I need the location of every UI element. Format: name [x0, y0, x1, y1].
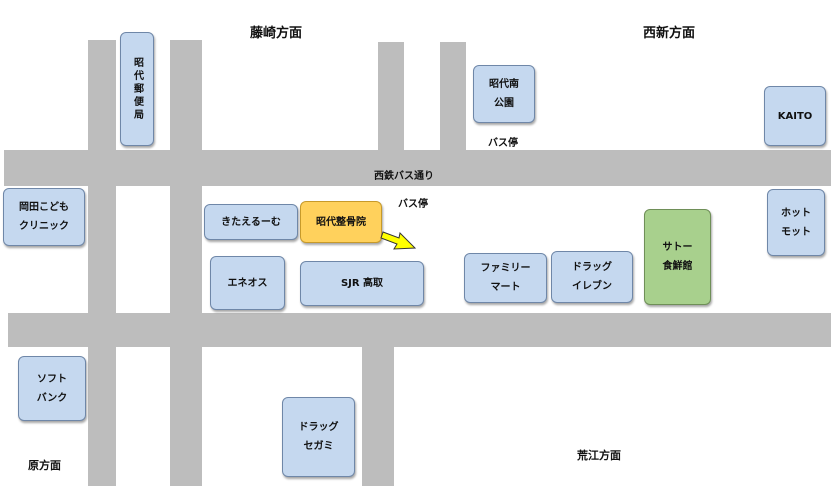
place-familymart: ファミリー マート: [464, 253, 547, 303]
place-drug-segami: ドラッグ セガミ: [282, 397, 355, 477]
place-eneos: エネオス: [210, 256, 285, 310]
place-kaito: KAITO: [764, 86, 826, 146]
direction-fujisaki: 藤崎方面: [250, 26, 303, 41]
place-softbank: ソフト バンク: [18, 356, 86, 421]
road-nishitetsu-bus-street: [4, 150, 831, 186]
place-kitaeru-room: きたえるーむ: [204, 204, 298, 240]
road-vertical-3: [378, 42, 404, 150]
direction-nishijin: 西新方面: [643, 26, 696, 41]
street-name-label: 西鉄バス通り: [374, 171, 434, 182]
place-sjr-takatori: SJR 高取: [300, 261, 424, 306]
road-vertical-4: [440, 42, 466, 150]
road-horizontal-lower: [8, 313, 831, 347]
place-showa-minami-park: 昭代南 公園: [473, 65, 535, 123]
road-vertical-1: [88, 40, 116, 486]
arrow-pointer-icon: [380, 231, 417, 250]
direction-arae: 荒江方面: [577, 449, 621, 462]
place-showa-post-office: 昭代郵便局: [120, 32, 154, 146]
direction-hara: 原方面: [28, 459, 61, 472]
place-showa-seikotsuin: 昭代整骨院: [300, 201, 382, 243]
place-sato-shokusenkan: サトー 食鮮館: [644, 209, 711, 305]
road-vertical-5: [362, 345, 394, 486]
bus-stop-label-top: バス停: [488, 138, 518, 149]
bus-stop-label-mid: バス停: [398, 199, 428, 210]
road-vertical-2: [170, 40, 202, 486]
place-okada-kids-clinic: 岡田こども クリニック: [3, 188, 85, 246]
place-hotto-motto: ホット モット: [767, 189, 825, 256]
place-drug-eleven: ドラッグ イレブン: [551, 251, 633, 303]
